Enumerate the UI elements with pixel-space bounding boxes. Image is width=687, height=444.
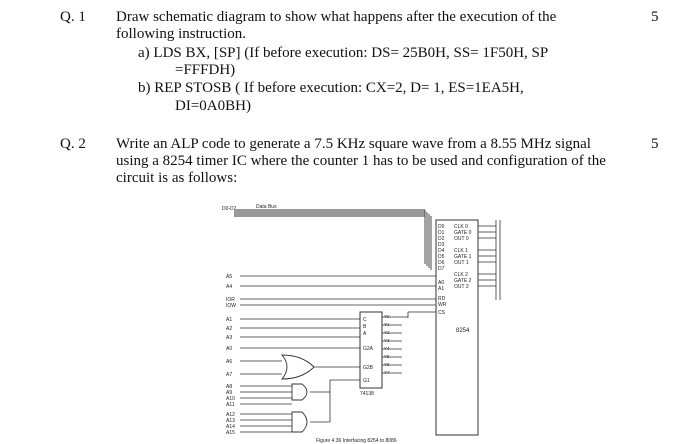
svg-text:A5: A5	[226, 274, 232, 280]
svg-text:OUT 1: OUT 1	[454, 260, 469, 266]
svg-text:Y3: Y3	[384, 338, 390, 343]
svg-text:Y2: Y2	[384, 330, 390, 335]
svg-text:Y6: Y6	[384, 362, 390, 367]
svg-text:Y1: Y1	[384, 322, 390, 327]
svg-text:G2A: G2A	[363, 346, 374, 352]
svg-text:D5: D5	[438, 254, 445, 260]
q1-number: Q. 1	[60, 9, 86, 25]
svg-text:A0: A0	[226, 346, 232, 352]
svg-text:A1: A1	[438, 286, 444, 292]
q1-part-a: a) LDS BX, [SP] (If before execution: DS…	[138, 45, 549, 61]
svg-text:CLK 1: CLK 1	[454, 248, 468, 254]
q2-number: Q. 2	[60, 136, 86, 152]
svg-text:RD: RD	[438, 296, 446, 302]
q2-line-3: circuit is as follows:	[116, 170, 238, 186]
svg-text:WR: WR	[438, 302, 447, 308]
svg-text:D1: D1	[438, 230, 445, 236]
q1-line-1: Draw schematic diagram to show what happ…	[116, 9, 557, 25]
chip-8254	[435, 219, 479, 436]
svg-text:OUT 2: OUT 2	[454, 284, 469, 290]
decoder-inputs: C B A G2A G2B G1	[363, 317, 374, 384]
svg-text:G1: G1	[363, 378, 370, 384]
svg-text:B: B	[363, 324, 367, 330]
data-bus	[234, 209, 432, 270]
svg-text:A8: A8	[226, 384, 232, 390]
decoder-name: 74138	[360, 391, 374, 397]
svg-text:A15: A15	[226, 430, 235, 436]
svg-text:A12: A12	[226, 412, 235, 418]
svg-text:GATE 0: GATE 0	[454, 230, 472, 236]
q2-marks: 5	[651, 136, 659, 152]
q2-line-1: Write an ALP code to generate a 7.5 KHz …	[116, 136, 591, 152]
svg-text:D0: D0	[438, 224, 445, 230]
decoder-outputs: Y0 Y1 Y2 Y3 Y4 Y5 Y6 Y7	[384, 314, 390, 375]
svg-text:CS: CS	[438, 310, 446, 316]
q1-line-2: following instruction.	[116, 26, 246, 42]
svg-text:A1: A1	[226, 317, 232, 323]
svg-text:D2: D2	[438, 236, 445, 242]
address-wires	[240, 275, 436, 375]
nand-gate-2	[291, 411, 308, 433]
svg-text:OUT 0: OUT 0	[454, 236, 469, 242]
svg-text:A6: A6	[226, 359, 232, 365]
svg-text:C: C	[363, 317, 367, 323]
svg-text:A: A	[363, 331, 367, 337]
svg-text:D7: D7	[438, 266, 445, 272]
pins-8254-right: CLK 0 GATE 0 OUT 0 CLK 1 GATE 1 OUT 1 CL…	[454, 224, 472, 290]
svg-text:A11: A11	[226, 402, 235, 408]
svg-text:A14: A14	[226, 424, 235, 430]
svg-text:CLK 0: CLK 0	[454, 224, 468, 230]
svg-text:A0: A0	[438, 280, 444, 286]
svg-text:A3: A3	[226, 335, 232, 341]
svg-text:D4: D4	[438, 248, 445, 254]
svg-text:A10: A10	[226, 396, 235, 402]
q1-part-b: b) REP STOSB ( If before execution: CX=2…	[138, 80, 524, 96]
left-signals: A5 A4 IOR IOW A1 A2 A3 A0 A6 A7 A8 A9 A1…	[226, 274, 236, 436]
svg-text:Y7: Y7	[384, 370, 390, 375]
svg-text:A7: A7	[226, 372, 232, 378]
svg-text:D3: D3	[438, 242, 445, 248]
svg-text:A2: A2	[226, 326, 232, 332]
svg-text:A9: A9	[226, 390, 232, 396]
chip-8254-label: 8254	[456, 328, 470, 334]
q1-marks: 5	[651, 9, 659, 25]
decoder-74138	[359, 311, 383, 389]
q1-part-a-cont: =FFFDH)	[175, 62, 236, 78]
q2-line-2: using a 8254 timer IC where the counter …	[116, 153, 606, 169]
svg-text:IOR: IOR	[226, 297, 235, 303]
svg-text:CLK 2: CLK 2	[454, 272, 468, 278]
svg-text:Y4: Y4	[384, 346, 390, 351]
svg-text:A4: A4	[226, 284, 232, 290]
q1-part-b-cont: DI=0A0BH)	[175, 98, 251, 114]
svg-text:Y0: Y0	[384, 314, 390, 319]
svg-text:IOW: IOW	[226, 303, 236, 309]
data-bus-label: D0-D7	[222, 206, 237, 212]
svg-text:A13: A13	[226, 418, 235, 424]
svg-text:D6: D6	[438, 260, 445, 266]
or-gate	[281, 354, 315, 380]
svg-text:GATE 1: GATE 1	[454, 254, 472, 260]
data-bus-text: Data Bus	[256, 204, 277, 210]
svg-text:Y5: Y5	[384, 354, 390, 359]
svg-text:G2B: G2B	[363, 365, 374, 371]
nand-gate-1	[291, 383, 308, 401]
svg-text:GATE 2: GATE 2	[454, 278, 472, 284]
counter-wires	[478, 220, 501, 300]
interfacing-diagram: D0-D7 Data Bus 8254 D0 D1 D2 D3 D4 D5 D6…	[222, 204, 501, 444]
pins-8254-left: D0 D1 D2 D3 D4 D5 D6 D7 A0 A1 RD WR CS	[438, 224, 447, 316]
figure-caption: Figure 4.36 Interfacing 8254 to 8086	[316, 438, 397, 444]
